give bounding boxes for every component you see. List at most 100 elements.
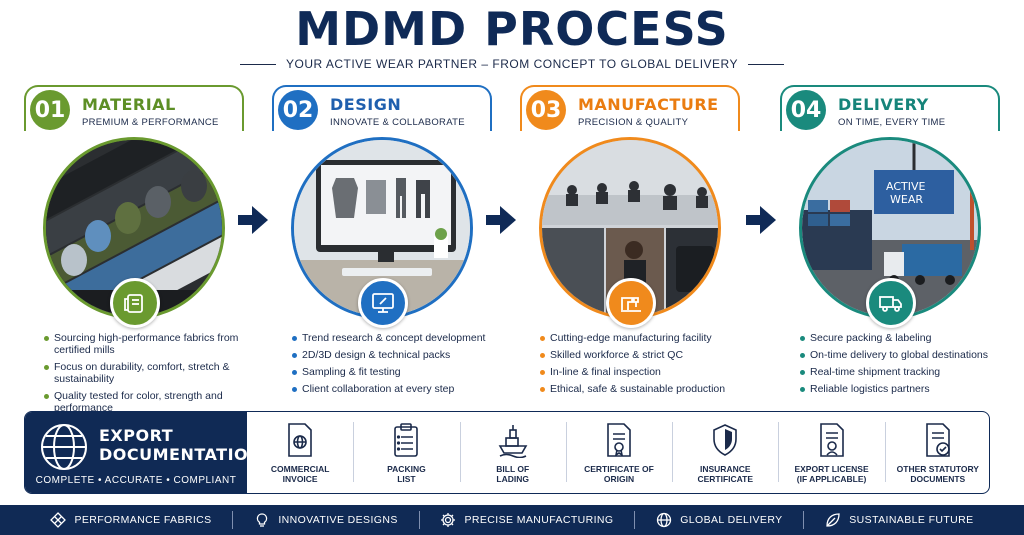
step-subtitle: INNOVATE & COLLABORATE <box>330 117 465 128</box>
arrow-right-icon <box>486 206 516 234</box>
list-item: Trend research & concept development <box>292 332 502 344</box>
document-item: PACKING LIST <box>353 412 459 493</box>
certificate-icon <box>607 423 631 457</box>
footer-bar: PERFORMANCE FABRICS INNOVATIVE DESIGNS P… <box>0 505 1024 535</box>
step-subtitle: PREMIUM & PERFORMANCE <box>82 117 219 128</box>
divider <box>232 511 234 529</box>
step-header: 03 MANUFACTURE PRECISION & QUALITY <box>520 85 740 131</box>
export-title-line: EXPORT <box>99 426 174 445</box>
list-item: Sampling & fit testing <box>292 366 502 378</box>
document-item: OTHER STATUTORY DOCUMENTS <box>884 412 989 493</box>
divider <box>748 63 784 65</box>
step-design: 02 DESIGN INNOVATE & COLLABORATE Trend r… <box>262 85 502 405</box>
step-number: 01 <box>30 90 70 130</box>
list-item: 2D/3D design & technical packs <box>292 349 502 361</box>
truck-icon <box>866 278 916 328</box>
document-item: CERTIFICATE OF ORIGIN <box>565 412 672 493</box>
sewing-machine-icon <box>606 278 656 328</box>
invoice-icon <box>288 423 312 457</box>
export-title: EXPORT DOCUMENTATION <box>99 426 262 464</box>
license-icon <box>819 423 844 457</box>
footer-item: INNOVATIVE DESIGNS <box>254 512 397 528</box>
page-subtitle: YOUR ACTIVE WEAR PARTNER – FROM CONCEPT … <box>286 57 738 71</box>
list-item: Cutting-edge manufacturing facility <box>540 332 750 344</box>
step-number: 04 <box>786 90 826 130</box>
page-title: MDMD PROCESS <box>295 2 729 56</box>
design-monitor-icon <box>358 278 408 328</box>
list-item: Skilled workforce & strict QC <box>540 349 750 361</box>
step-header: 01 MATERIAL PREMIUM & PERFORMANCE <box>24 85 244 131</box>
document-label: EXPORT LICENSE (IF APPLICABLE) <box>794 464 869 484</box>
step-subtitle: ON TIME, EVERY TIME <box>838 117 946 128</box>
list-item: Secure packing & labeling <box>800 332 1010 344</box>
document-item: EXPORT LICENSE (IF APPLICABLE) <box>778 412 884 493</box>
step-subtitle: PRECISION & QUALITY <box>578 117 689 128</box>
arrow-right-icon <box>746 206 776 234</box>
lightbulb-icon <box>257 513 268 527</box>
document-check-icon <box>926 423 950 457</box>
footer-item: PRECISE MANUFACTURING <box>440 512 613 528</box>
list-item: Real-time shipment tracking <box>800 366 1010 378</box>
export-summary: EXPORT DOCUMENTATION COMPLETE • ACCURATE… <box>25 412 262 493</box>
step-bullets: Trend research & concept development 2D/… <box>292 332 502 400</box>
footer-item: SUSTAINABLE FUTURE <box>825 512 973 528</box>
footer-label: SUSTAINABLE FUTURE <box>849 514 974 526</box>
divider <box>418 511 420 529</box>
step-bullets: Cutting-edge manufacturing facility Skil… <box>540 332 750 400</box>
ship-icon <box>498 425 528 458</box>
step-title: DESIGN <box>330 95 402 114</box>
divider <box>240 63 276 65</box>
document-item: BILL OF LADING <box>459 412 566 493</box>
divider <box>634 511 636 529</box>
globe-icon <box>657 512 672 528</box>
footer-label: PERFORMANCE FABRICS <box>74 514 212 526</box>
document-item: COMMERCIAL INVOICE <box>247 412 353 493</box>
footer-label: INNOVATIVE DESIGNS <box>278 514 398 526</box>
export-title-line: DOCUMENTATION <box>99 445 263 464</box>
list-item: In-line & final inspection <box>540 366 750 378</box>
document-label: INSURANCE CERTIFICATE <box>697 464 754 484</box>
list-item: On-time delivery to global destinations <box>800 349 1010 361</box>
list-item: Ethical, safe & sustainable production <box>540 383 750 395</box>
step-manufacture: 03 MANUFACTURE PRECISION & QUALITY Cutti… <box>510 85 750 405</box>
list-item: Focus on durability, comfort, stretch & … <box>44 361 254 385</box>
step-header: 02 DESIGN INNOVATE & COLLABORATE <box>272 85 492 131</box>
step-title: DELIVERY <box>838 95 929 114</box>
document-label: CERTIFICATE OF ORIGIN <box>584 464 654 484</box>
footer-item: PERFORMANCE FABRICS <box>50 512 211 528</box>
document-label: PACKING LIST <box>387 464 426 484</box>
document-list: COMMERCIAL INVOICE PACKING LIST BILL OF … <box>247 412 989 493</box>
step-header: 04 DELIVERY ON TIME, EVERY TIME <box>780 85 1000 131</box>
step-number: 03 <box>526 90 566 130</box>
list-item: Client collaboration at every step <box>292 383 502 395</box>
shield-icon <box>713 424 738 456</box>
fabric-pattern-icon <box>50 512 67 528</box>
step-material: 01 MATERIAL PREMIUM & PERFORMANCE Sourci… <box>14 85 254 414</box>
leaf-icon <box>826 513 840 527</box>
arrow-right-icon <box>238 206 268 234</box>
document-label: COMMERCIAL INVOICE <box>270 464 330 484</box>
step-number: 02 <box>278 90 318 130</box>
footer-label: PRECISE MANUFACTURING <box>464 514 614 526</box>
gear-icon <box>441 513 456 527</box>
export-tagline: COMPLETE • ACCURATE • COMPLIANT <box>35 475 237 486</box>
list-item: Reliable logistics partners <box>800 383 1010 395</box>
footer-label: GLOBAL DELIVERY <box>680 514 783 526</box>
list-item: Sourcing high-performance fabrics from c… <box>44 332 254 356</box>
export-documentation-panel: EXPORT DOCUMENTATION COMPLETE • ACCURATE… <box>24 411 990 494</box>
footer-item: GLOBAL DELIVERY <box>656 512 782 528</box>
step-bullets: Secure packing & labeling On-time delive… <box>800 332 1010 400</box>
document-label: BILL OF LADING <box>496 464 530 484</box>
document-label: OTHER STATUTORY DOCUMENTS <box>896 464 979 484</box>
globe-icon <box>41 424 87 470</box>
step-bullets: Sourcing high-performance fabrics from c… <box>44 332 254 419</box>
subtitle-row: YOUR ACTIVE WEAR PARTNER – FROM CONCEPT … <box>240 57 784 71</box>
fabric-roll-icon <box>110 278 160 328</box>
step-title: MANUFACTURE <box>578 95 719 114</box>
divider <box>803 511 805 529</box>
document-item: INSURANCE CERTIFICATE <box>672 412 778 493</box>
step-title: MATERIAL <box>82 95 176 114</box>
